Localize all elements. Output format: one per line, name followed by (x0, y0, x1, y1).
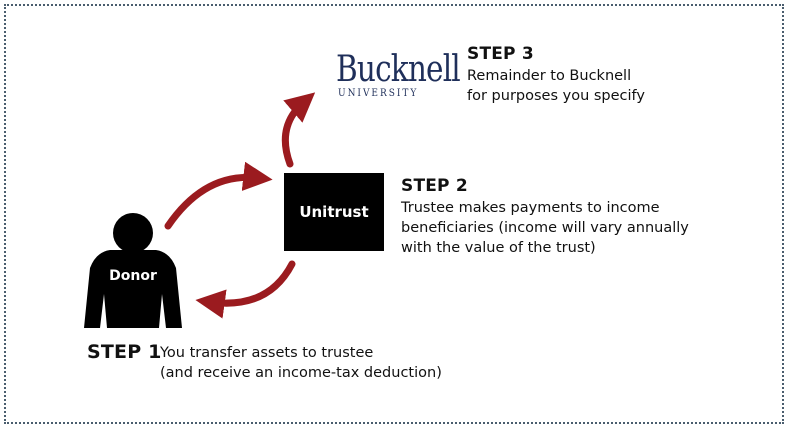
step2-line2: beneficiaries (income will vary annually (401, 220, 689, 236)
unitrust-label: Unitrust (299, 203, 369, 221)
step3-line2: for purposes you specify (467, 88, 645, 104)
step2-title: STEP 2 (401, 176, 468, 196)
arrow-donor-to-unitrust (164, 161, 273, 230)
step1-title: STEP 1 (87, 341, 162, 363)
step1-line2: (and receive an income-tax deduction) (160, 365, 442, 381)
donor-person-icon (84, 213, 182, 328)
bucknell-logo-subtitle: UNIVERSITY (338, 88, 419, 99)
dotted-frame (4, 4, 784, 424)
step2-line3: with the value of the trust) (401, 240, 596, 256)
step2-line1: Trustee makes payments to income (401, 200, 660, 216)
donor-label: Donor (109, 268, 157, 284)
step3-title: STEP 3 (467, 44, 534, 64)
bucknell-logo: Bucknell (336, 49, 461, 90)
arrow-unitrust-to-bucknell (281, 92, 316, 168)
step3-line1: Remainder to Bucknell (467, 68, 632, 84)
step1-line1: You transfer assets to trustee (160, 345, 374, 361)
arrow-unitrust-to-donor (195, 260, 296, 319)
unitrust-box: Unitrust (284, 173, 384, 251)
